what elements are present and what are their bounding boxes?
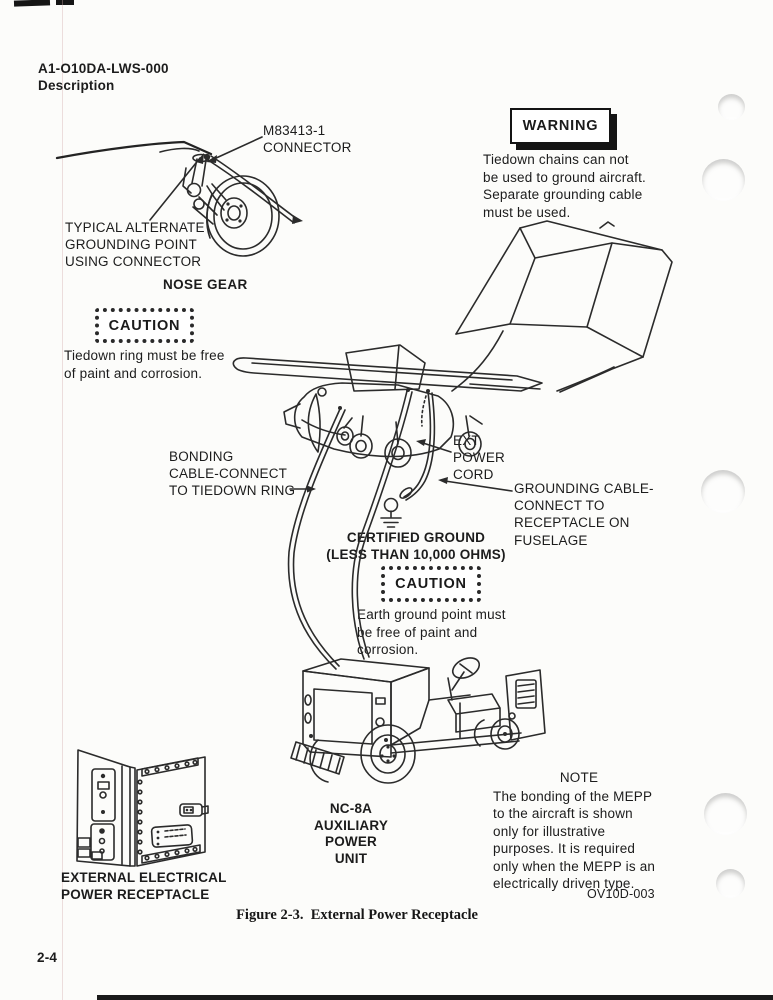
punch-hole (716, 869, 745, 898)
caution-earth-title: CAUTION (395, 576, 467, 592)
callout-connector: M83413-1 CONNECTOR (263, 123, 352, 156)
earth-ground-symbol (380, 497, 402, 528)
caution-tiedown-title: CAUTION (108, 317, 181, 334)
callout-nose-gear: NOSE GEAR (163, 277, 248, 292)
scan-fold-line (62, 0, 63, 1000)
caution-earth-body: Earth ground point must be free of paint… (357, 607, 506, 657)
callout-grounding-cable: GROUNDING CABLE- CONNECT TO RECEPTACLE O… (514, 481, 654, 548)
callout-external-receptacle: EXTERNAL ELECTRICAL POWER RECEPTACLE (61, 870, 227, 903)
warning-title: WARNING (522, 118, 599, 134)
nose-gear-illustration (55, 136, 303, 257)
page-bottom-scan-bar (97, 995, 773, 1000)
receptacle-door-illustration (76, 749, 209, 867)
note-title: NOTE (559, 770, 599, 785)
punch-hole (718, 94, 745, 120)
bonding-cable-line (287, 408, 346, 670)
caution-box-earth: CAUTION (381, 566, 481, 602)
callout-alternate-grounding-point: TYPICAL ALTERNATE GROUNDING POINT USING … (65, 220, 205, 270)
caution-tiedown-body: Tiedown ring must be free of paint and c… (64, 348, 225, 381)
callout-leader-lines (289, 439, 513, 493)
doc-number: A1-O10DA-LWS-000 (38, 61, 169, 76)
punch-hole (701, 470, 745, 513)
punch-hole (702, 159, 745, 201)
callout-power-unit: NC-8A AUXILIARY POWER UNIT (313, 801, 389, 866)
page-number: 2-4 (37, 950, 58, 965)
caution-box-tiedown: CAUTION (95, 308, 194, 343)
ext-power-cord-line (351, 390, 413, 660)
aircraft-illustration (232, 220, 673, 468)
warning-box: WARNING (510, 108, 611, 144)
punch-hole (704, 793, 747, 835)
power-unit-illustration (290, 657, 546, 784)
warning-body: Tiedown chains can not be used to ground… (483, 152, 646, 220)
note-body: The bonding of the MEPP to the aircraft … (493, 789, 656, 892)
section-title: Description (38, 78, 115, 93)
drawing-number: OV10D-003 (587, 887, 655, 901)
callout-bonding-cable: BONDING CABLE-CONNECT TO TIEDOWN RING (169, 449, 296, 499)
callout-certified-ground: CERTIFIED GROUND (LESS THAN 10,000 OHMS) (326, 530, 506, 563)
binding-mark (56, 0, 74, 5)
figure-caption: Figure 2-3. External Power Receptacle (236, 907, 478, 923)
grounding-cable-line (399, 391, 436, 501)
